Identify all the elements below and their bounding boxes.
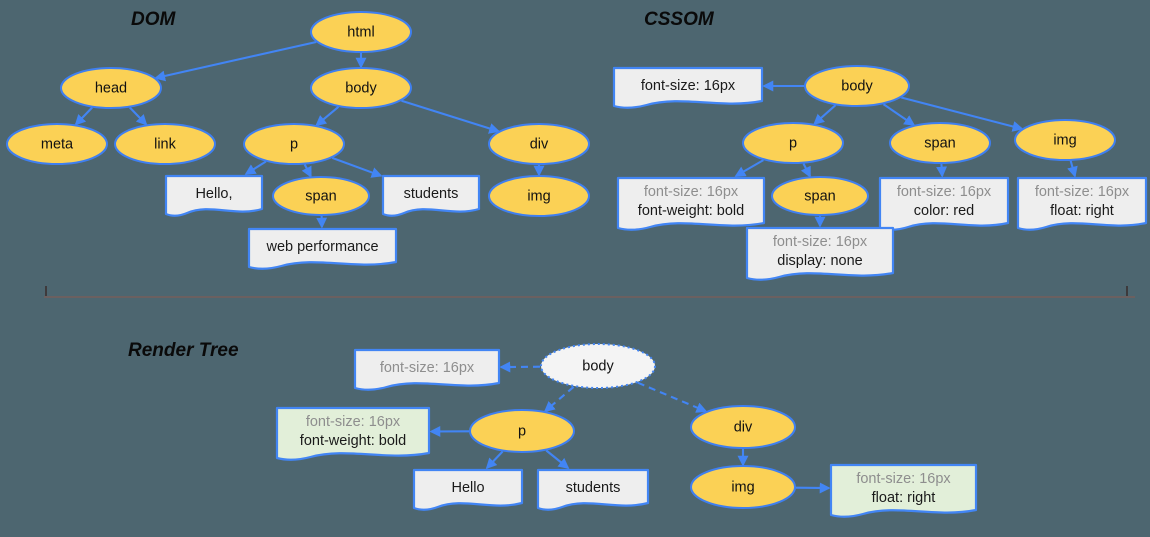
- tree-node-label: img: [1053, 132, 1076, 148]
- tree-node-span2[interactable]: span: [771, 176, 869, 216]
- edge-body-to-span1: [882, 103, 916, 126]
- title-render-tree: Render Tree: [128, 340, 239, 361]
- note-box-fs-img: font-size: 16px float: right: [1016, 176, 1148, 231]
- tree-node-html[interactable]: html: [310, 11, 412, 53]
- tree-node-label: img: [731, 479, 754, 495]
- note-line: display: none: [777, 253, 862, 269]
- tree-node-head[interactable]: head: [60, 67, 162, 109]
- edge-p-to-hello: [244, 160, 267, 175]
- note-line: font-size: 16px: [773, 234, 868, 250]
- title-cssom: CSSOM: [644, 9, 715, 30]
- edge-body-to-p: [813, 104, 837, 125]
- note-box-hello: Hello,: [164, 174, 264, 217]
- edge-head-to-link: [129, 106, 148, 126]
- edge-head-to-meta: [74, 106, 93, 126]
- note-box-fs-span2: font-size: 16px display: none: [745, 226, 895, 281]
- tree-node-img[interactable]: img: [1014, 119, 1116, 161]
- tree-node-div[interactable]: div: [488, 123, 590, 165]
- tree-node-meta[interactable]: meta: [6, 123, 108, 165]
- tree-node-label: p: [518, 423, 526, 439]
- edge-p-to-span: [301, 164, 312, 178]
- tree-node-img[interactable]: img: [488, 175, 590, 217]
- tree-node-label: div: [734, 419, 753, 435]
- note-line: students: [404, 186, 459, 202]
- tree-node-span[interactable]: span: [272, 176, 370, 216]
- note-box-students: students: [381, 174, 481, 217]
- note-line: Hello,: [195, 186, 232, 202]
- note-box-fs-p: font-size: 16px font-weight: bold: [275, 406, 431, 461]
- nodes-layer: Hello, students web performance html head bod…: [6, 11, 1148, 518]
- title-dom: DOM: [131, 9, 177, 30]
- note-box-fs-body: font-size: 16px: [612, 66, 764, 109]
- note-line: font-size: 16px: [641, 78, 736, 94]
- edge-span1-to-fs-span1: [936, 163, 948, 178]
- edge-html-to-head: [154, 40, 317, 82]
- tree-node-label: p: [789, 135, 797, 151]
- edge-p-to-students: [545, 449, 570, 470]
- tree-node-label: p: [290, 136, 298, 152]
- edges-layer: [74, 40, 1078, 494]
- tree-node-label: body: [841, 78, 873, 94]
- tree-node-div[interactable]: div: [690, 405, 796, 449]
- section-divider: [44, 286, 1135, 298]
- note-box-fs-body: font-size: 16px: [353, 348, 501, 391]
- note-line: font-size: 16px: [644, 184, 739, 200]
- edge-body-to-p: [315, 105, 340, 127]
- note-line: font-weight: bold: [300, 433, 406, 449]
- note-box-fs-span1: font-size: 16px color: red: [878, 176, 1010, 231]
- tree-node-label: body: [345, 80, 377, 96]
- edge-p-to-fs-p: [734, 159, 764, 177]
- tree-node-body[interactable]: body: [804, 65, 910, 107]
- tree-node-body[interactable]: body: [540, 343, 656, 389]
- tree-node-label: img: [527, 188, 550, 204]
- edge-p-to-span2: [800, 163, 811, 178]
- tree-node-label: span: [924, 135, 955, 151]
- tree-node-label: meta: [41, 136, 74, 152]
- edge-body-to-div: [401, 99, 501, 134]
- note-box-students: students: [536, 468, 650, 511]
- edge-img-to-fs-img: [1067, 160, 1078, 178]
- tree-node-label: body: [582, 358, 614, 374]
- edge-p-to-hello: [485, 450, 504, 470]
- note-line: students: [566, 480, 621, 496]
- tree-node-body[interactable]: body: [310, 67, 412, 109]
- note-box-fs-p: font-size: 16px font-weight: bold: [616, 176, 766, 231]
- tree-node-p[interactable]: p: [742, 122, 844, 164]
- note-line: font-size: 16px: [1035, 184, 1130, 200]
- tree-node-label: span: [305, 188, 336, 204]
- tree-node-link[interactable]: link: [114, 123, 216, 165]
- note-line: font-size: 16px: [897, 184, 992, 200]
- note-line: font-size: 16px: [856, 471, 951, 487]
- edge-body-to-p: [543, 386, 575, 413]
- tree-node-p[interactable]: p: [243, 123, 345, 165]
- note-line: font-size: 16px: [380, 360, 475, 376]
- note-line: web performance: [265, 239, 378, 255]
- tree-node-label: span: [804, 188, 835, 204]
- note-line: color: red: [914, 203, 974, 219]
- note-box-hello: Hello: [412, 468, 524, 511]
- edge-p-to-students: [331, 156, 383, 178]
- note-line: Hello: [451, 480, 484, 496]
- edge-body-to-img: [901, 96, 1024, 132]
- note-line: float: right: [1050, 203, 1114, 219]
- note-line: font-size: 16px: [306, 414, 401, 430]
- note-box-fs-img: font-size: 16px float: right: [829, 463, 978, 518]
- note-box-webperf: web performance: [247, 227, 398, 270]
- note-line: font-weight: bold: [638, 203, 744, 219]
- tree-node-span1[interactable]: span: [889, 122, 991, 164]
- tree-node-label: html: [347, 24, 374, 40]
- tree-node-img[interactable]: img: [690, 465, 796, 509]
- tree-node-label: div: [530, 136, 549, 152]
- tree-node-label: link: [154, 136, 177, 152]
- tree-node-p[interactable]: p: [469, 409, 575, 453]
- edge-body-to-div: [637, 381, 708, 413]
- tree-node-label: head: [95, 80, 127, 96]
- note-line: float: right: [872, 490, 936, 506]
